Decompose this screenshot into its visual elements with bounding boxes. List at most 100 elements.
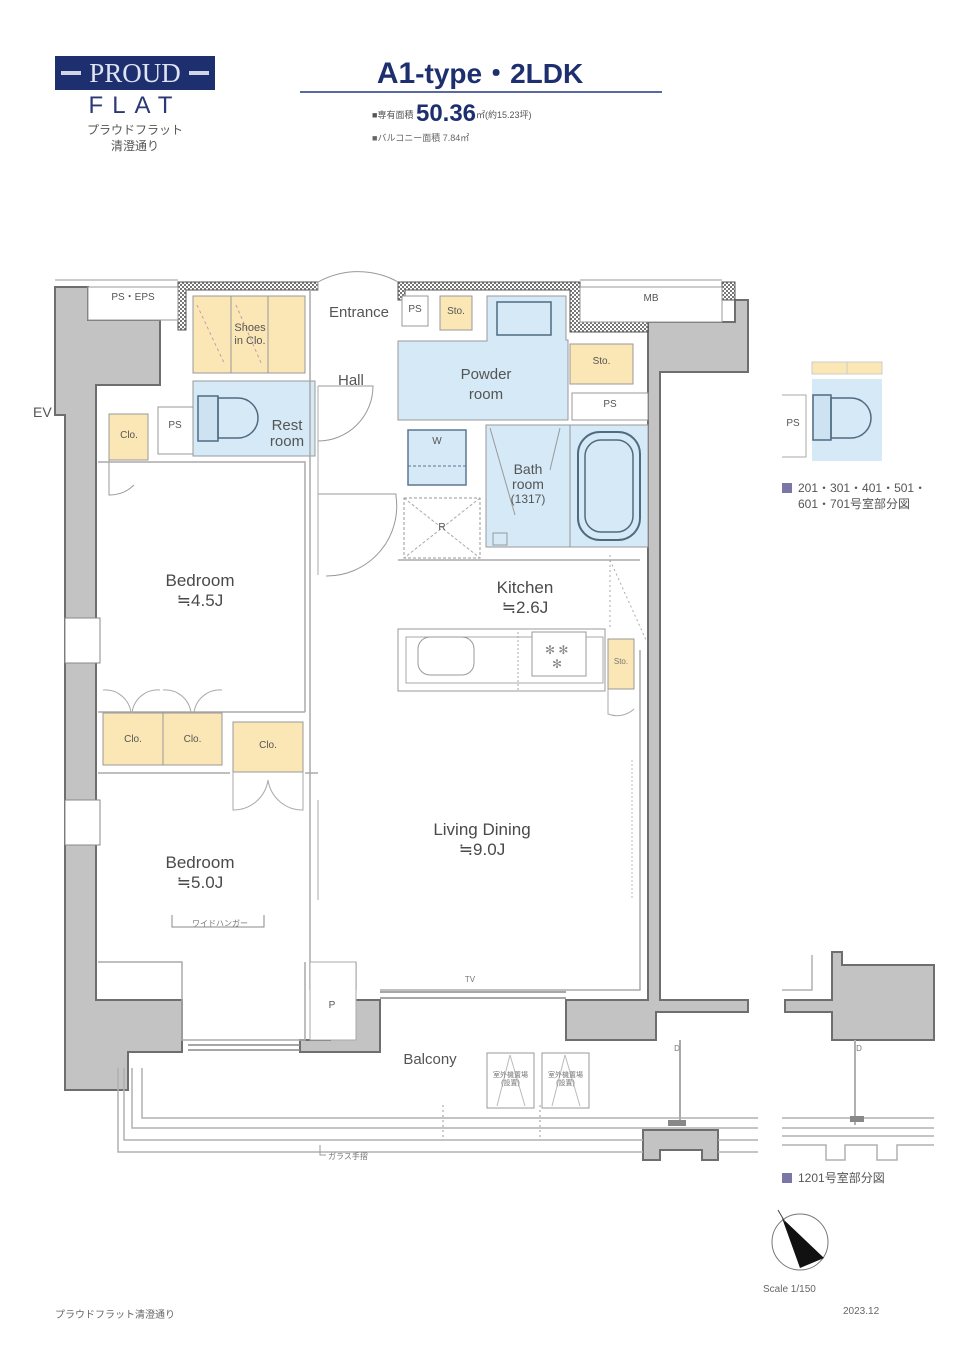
kitchen-name: Kitchen [496,578,554,597]
label-ps-inset: PS [786,418,800,429]
label-sto-kitchen: Sto. [613,657,629,666]
plan-title: A1-type・2LDK [300,52,660,92]
balcony-area-label: バルコニー面積 [377,133,441,143]
label-mb: MB [643,293,659,304]
ac1-sub: (設置) [501,1080,520,1088]
logo-katakana: プラウドフラット 清澄通り [55,122,215,154]
label-powder-line1: Powder [460,366,512,383]
ld-name: Living Dining [433,820,531,839]
label-fridge: R [438,522,446,533]
label-sto-powder: Sto. [592,356,611,367]
inset-caption-line1: 201・301・401・501・ [798,481,927,495]
svg-text:✻ ✻: ✻ ✻ [545,643,568,657]
type-code: A1 [376,57,416,90]
date-label: 2023.12 [843,1306,880,1317]
label-ps-entry: PS [408,304,422,315]
inset-caption-balcony: 1201号室部分図 [782,1170,885,1186]
brand-logo: PROUD [55,56,215,90]
label-ac-2: 室外機置場 (設置) [542,1072,589,1088]
label-clo-3: Clo. [259,740,277,751]
label-ps-restroom: PS [168,420,182,431]
label-hall: Hall [338,372,364,389]
label-bath-line1: Bath [513,461,543,477]
label-rest-room: Rest room [262,418,312,450]
inset-caption-balcony-text: 1201号室部分図 [798,1171,885,1185]
footer-property-name: プラウドフラット清澄通り [55,1310,175,1321]
logo-dash-right [189,71,209,75]
inset-caption-toilet: 201・301・401・501・ 601・701号室部分図 [782,480,926,512]
title-divider [300,91,662,93]
label-shoes-line1: Shoes [234,322,266,334]
powder-room [397,295,569,486]
rest-room [157,380,316,457]
label-d-inset: D [856,1044,862,1053]
label-glass-railing: ガラス手摺 [328,1152,368,1161]
label-sto-entry: Sto. [447,306,465,317]
label-bedroom-1: Bedroom ≒4.5J [140,571,260,610]
label-shoes-line2: in Clo. [234,334,266,347]
label-clo-1: Clo. [124,734,142,745]
label-balcony: Balcony [403,1051,457,1068]
label-powder-line2: room [468,386,504,403]
ps-eps-box [87,286,179,321]
ac2-sub: (設置) [556,1080,575,1088]
floor-area: ■専有面積 50.36㎡(約15.23坪) [372,100,532,127]
svg-text:✻: ✻ [552,657,562,671]
mb-box [579,286,723,323]
windows-bottom [188,991,566,1051]
bedroom2-size: ≒5.0J [176,872,224,892]
label-tv: TV [464,975,476,984]
balcony-area-value: 7.84㎡ [442,133,470,143]
windows-left [64,617,101,846]
ac2-text: 室外機置場 [548,1072,583,1079]
pipe-space [309,961,357,1041]
logo-flat: FLAT [88,92,182,119]
label-living-dining: Living Dining ≒9.0J [412,820,552,859]
legend-swatch [782,1173,792,1183]
north-compass-icon [771,1209,829,1271]
katakana-name: プラウドフラット [86,123,183,137]
label-rest-line1: Rest [271,417,303,434]
label-ac-1: 室外機置場 (設置) [487,1072,534,1088]
label-kitchen: Kitchen ≒2.6J [470,578,580,617]
label-shoes-closet: Shoes in Clo. [222,322,278,347]
logo-dash-left [61,71,81,75]
scale-label: Scale 1/150 [763,1284,816,1295]
label-washer: W [432,436,442,447]
type-suffix: -type・2LDK [415,58,584,89]
inset-caption-line2: 601・701号室部分図 [798,497,911,511]
ld-size: ≒9.0J [458,839,506,859]
label-rest-line2: room [269,433,305,450]
bedroom2-name: Bedroom [165,853,235,872]
label-curtain-rail: ワイドハンガー [192,919,248,928]
floor-area-value: 50.36 [415,100,477,127]
logo-word: PROUD [89,58,181,88]
label-bath-line2: room [512,476,544,492]
closet-upper-left [108,413,149,461]
storage-entry [439,295,473,331]
label-ev: EV [33,404,52,420]
refrigerator-space [403,497,481,559]
structural-walls [54,286,935,1161]
label-powder-room: Powder room [446,365,526,405]
bath-room [485,424,649,548]
inset-toilet-variant [782,361,883,461]
floor-area-unit: ㎡(約15.23坪) [476,110,532,120]
floor-area-label: 専有面積 [377,110,414,120]
label-ps-bath: PS [603,399,617,410]
balcony-railings [117,1068,758,1153]
legend-swatch [782,483,792,493]
label-clo-2: Clo. [183,734,202,745]
label-bath-size: (1317) [510,492,546,506]
label-bedroom-2: Bedroom ≒5.0J [140,853,260,892]
ac-outdoor-units [486,1052,590,1109]
label-ps-eps: PS・EPS [111,292,155,303]
ac1-text: 室外機置場 [493,1072,528,1079]
shoes-closet [192,295,306,374]
entrance-door-swing [317,271,399,283]
label-clo-upper: Clo. [120,430,138,441]
label-p: P [328,1000,336,1011]
closets-mid [102,689,304,811]
label-d-main: D [674,1044,680,1053]
